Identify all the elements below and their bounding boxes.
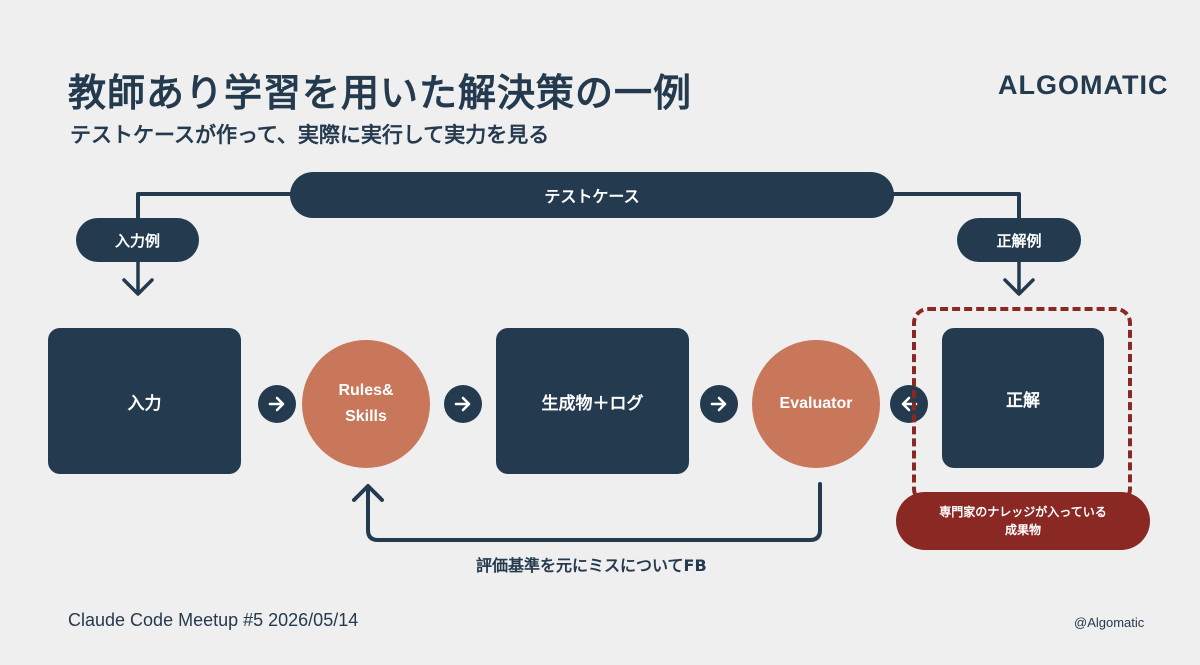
test-case-pill: テストケース [290,172,894,218]
evaluator-label: Evaluator [779,395,853,412]
feedback-label: 評価基準を元にミスについてFB [476,556,707,575]
page-subtitle: テストケースが作って、実際に実行して実力を見る [70,123,550,147]
answer-box: 正解 [942,328,1104,468]
rules-skills-label-line2: Skills [345,408,387,425]
answer-example-pill: 正解例 [957,218,1081,262]
arrow-right-icon [700,385,738,423]
feedback-loop-arrow [352,482,822,542]
output-log-label: 生成物＋ログ [541,393,644,414]
input-box: 入力 [48,328,241,474]
footer-handle: @Algomatic [1074,615,1145,630]
expert-note-line1: 専門家のナレッジが入っている [939,505,1107,519]
test-case-left-connector [136,192,292,218]
input-box-label: 入力 [127,393,162,414]
answer-box-label: 正解 [1006,390,1040,411]
arrow-right-icon [258,385,296,423]
algomatic-logo: ALGOMATIC [998,70,1169,100]
arrow-right-icon [444,385,482,423]
output-log-box: 生成物＋ログ [496,328,689,474]
expert-knowledge-note: 専門家のナレッジが入っている 成果物 [896,492,1150,550]
page-title: 教師あり学習を用いた解決策の一例 [68,71,693,115]
rules-skills-node: Rules& Skills [302,340,430,468]
rules-skills-label-line1: Rules& [338,382,394,399]
test-case-right-connector [892,192,1021,218]
input-example-pill: 入力例 [76,218,199,262]
input-down-arrow [122,260,154,296]
expert-note-line2: 成果物 [1004,523,1041,537]
answer-down-arrow [1003,260,1035,296]
footer-event: Claude Code Meetup #5 2026/05/14 [68,610,359,630]
evaluator-node: Evaluator [752,340,880,468]
